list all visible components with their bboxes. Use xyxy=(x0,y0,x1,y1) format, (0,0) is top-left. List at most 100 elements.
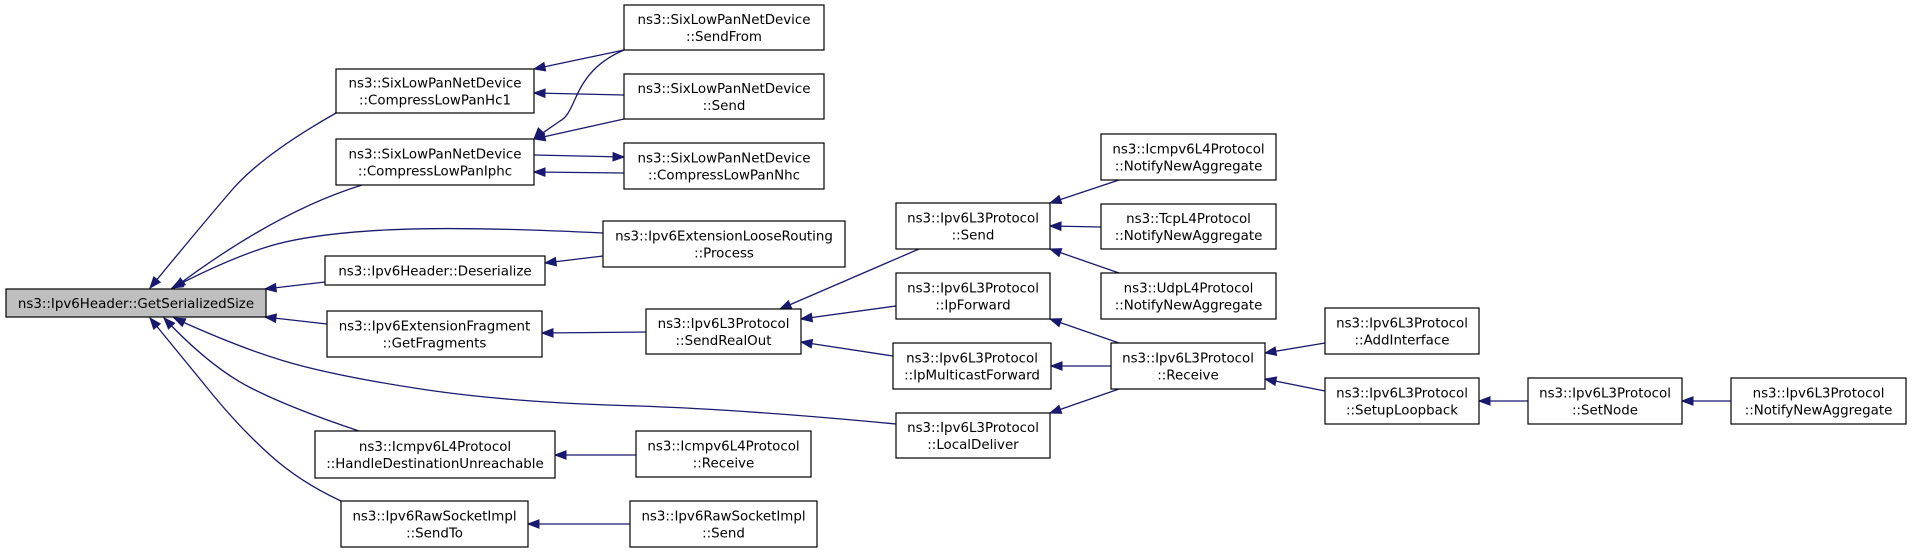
node-iphc[interactable]: ns3::SixLowPanNetDevice::CompressLowPanI… xyxy=(335,138,535,186)
node-label: ns3::Ipv6L3Protocol xyxy=(1336,387,1468,402)
node-icmprecv[interactable]: ns3::Icmpv6L4Protocol::Receive xyxy=(635,430,812,478)
node-label: ns3::Ipv6ExtensionLooseRouting xyxy=(615,230,833,245)
arrowhead xyxy=(1680,396,1694,406)
node-label: ::AddInterface xyxy=(1355,334,1450,349)
edge-line xyxy=(173,317,897,425)
node-ipfwd[interactable]: ns3::Ipv6L3Protocol::IpForward xyxy=(895,272,1051,320)
edge-line xyxy=(173,184,363,289)
node-l3send[interactable]: ns3::Ipv6L3Protocol::Send xyxy=(895,202,1051,250)
node-box xyxy=(635,430,812,478)
node-box xyxy=(895,272,1051,320)
edge-ipfwd-to-realout xyxy=(799,305,897,323)
node-setnode[interactable]: ns3::Ipv6L3Protocol::SetNode xyxy=(1527,377,1683,425)
node-loopback[interactable]: ns3::Ipv6L3Protocol::SetupLoopback xyxy=(1324,377,1480,425)
node-label: ::Send xyxy=(703,99,746,114)
node-nhc[interactable]: ns3::SixLowPanNetDevice::CompressLowPanN… xyxy=(623,142,825,190)
edge-l3agg-to-setnode xyxy=(1680,396,1731,406)
node-label: ns3::Ipv6L3Protocol xyxy=(1539,387,1671,402)
node-label: ns3::Ipv6RawSocketImpl xyxy=(352,510,516,525)
edge-frag-to-root xyxy=(263,313,328,325)
node-tcpagg[interactable]: ns3::TcpL4Protocol::NotifyNewAggregate xyxy=(1100,203,1277,250)
arrowhead xyxy=(1048,194,1063,205)
node-label: ns3::Ipv6L3Protocol xyxy=(1753,387,1885,402)
arrowhead xyxy=(1049,361,1063,371)
arrowhead xyxy=(149,316,162,331)
node-mcast[interactable]: ns3::Ipv6L3Protocol::IpMulticastForward xyxy=(892,342,1052,390)
node-udpagg[interactable]: ns3::UdpL4Protocol::NotifyNewAggregate xyxy=(1100,272,1277,320)
node-label: ::SendTo xyxy=(406,527,463,542)
node-label: ns3::Icmpv6L4Protocol xyxy=(1112,143,1264,158)
edge-line xyxy=(163,317,360,432)
arrowhead xyxy=(1048,221,1062,232)
arrowhead xyxy=(540,327,554,338)
edge-line xyxy=(1049,248,1120,274)
node-label: ::SendRealOut xyxy=(676,334,772,349)
edge-l3recv-to-ipfwd xyxy=(1048,318,1120,344)
edge-line xyxy=(800,341,894,357)
arrowhead xyxy=(170,278,185,289)
node-label: ::NotifyNewAggregate xyxy=(1745,404,1893,419)
node-label: ::GetFragments xyxy=(383,337,487,352)
arrowhead xyxy=(1263,376,1278,387)
edge-icmpagg-to-l3send xyxy=(1048,179,1120,205)
node-root[interactable]: ns3::Ipv6Header::GetSerializedSize xyxy=(5,288,267,318)
arrowhead xyxy=(1477,396,1491,406)
arrowhead xyxy=(263,282,277,293)
node-box xyxy=(324,255,546,286)
node-addif[interactable]: ns3::Ipv6L3Protocol::AddInterface xyxy=(1324,307,1480,355)
edge-loose-to-root xyxy=(170,227,604,289)
node-label: ns3::TcpL4Protocol xyxy=(1126,212,1251,227)
edge-deser-to-root xyxy=(263,281,326,293)
node-hc1[interactable]: ns3::SixLowPanNetDevice::CompressLowPanH… xyxy=(335,68,535,114)
edge-udpagg-to-l3send xyxy=(1048,248,1120,274)
node-rawsend[interactable]: ns3::Ipv6RawSocketImpl::Send xyxy=(629,500,818,548)
node-realout[interactable]: ns3::Ipv6L3Protocol::SendRealOut xyxy=(645,308,802,355)
node-box xyxy=(335,138,535,186)
node-local[interactable]: ns3::Ipv6L3Protocol::LocalDeliver xyxy=(895,412,1051,459)
edge-line xyxy=(533,154,625,158)
node-box xyxy=(340,500,529,548)
node-box xyxy=(1110,342,1266,390)
node-icmpunreach[interactable]: ns3::Icmpv6L4Protocol::HandleDestination… xyxy=(314,430,556,479)
node-label: ns3::Ipv6L3Protocol xyxy=(1336,317,1468,332)
node-label: ns3::Ipv6L3Protocol xyxy=(906,352,1038,367)
arrowhead xyxy=(612,151,626,162)
node-box xyxy=(1527,377,1683,425)
node-l3agg[interactable]: ns3::Ipv6L3Protocol::NotifyNewAggregate xyxy=(1730,377,1907,425)
arrowhead xyxy=(163,316,176,330)
arrowhead xyxy=(532,131,547,142)
arrowhead xyxy=(799,338,814,349)
node-l3recv[interactable]: ns3::Ipv6L3Protocol::Receive xyxy=(1110,342,1266,390)
edge-line xyxy=(149,112,337,289)
node-label: ns3::Icmpv6L4Protocol xyxy=(359,440,511,455)
node-sendfrom[interactable]: ns3::SixLowPanNetDevice::SendFrom xyxy=(623,4,825,51)
node-label: ns3::Icmpv6L4Protocol xyxy=(647,440,799,455)
node-frag[interactable]: ns3::Ipv6ExtensionFragment::GetFragments xyxy=(326,310,543,358)
edge-line xyxy=(171,227,604,289)
node-box xyxy=(892,342,1052,390)
edge-icmpunreach-to-root xyxy=(163,316,360,432)
node-slpsend[interactable]: ns3::SixLowPanNetDevice::Send xyxy=(623,73,825,120)
node-label: ns3::Ipv6L3Protocol xyxy=(907,421,1039,436)
edge-slpsend-to-hc1 xyxy=(532,88,625,99)
node-label: ns3::Ipv6L3Protocol xyxy=(658,317,790,332)
node-label: ::CompressLowPanHc1 xyxy=(359,94,511,109)
edge-iphc-to-nhc xyxy=(533,151,626,162)
node-label: ::Send xyxy=(952,229,995,244)
edge-sendfrom-to-hc1 xyxy=(532,49,625,72)
edge-mcast-to-realout xyxy=(799,338,894,357)
node-icmpagg[interactable]: ns3::Icmpv6L4Protocol::NotifyNewAggregat… xyxy=(1100,133,1277,181)
node-deser[interactable]: ns3::Ipv6Header::Deserialize xyxy=(324,255,546,286)
node-label: ::SetupLoopback xyxy=(1346,404,1458,419)
node-rawsendto[interactable]: ns3::Ipv6RawSocketImpl::SendTo xyxy=(340,500,529,548)
node-loose[interactable]: ns3::Ipv6ExtensionLooseRouting::Process xyxy=(602,220,846,268)
nodes-layer: ns3::Ipv6Header::GetSerializedSize ns3::S… xyxy=(5,4,1907,548)
node-label: ns3::Ipv6L3Protocol xyxy=(907,282,1039,297)
edge-slpsend-to-iphc xyxy=(532,118,625,142)
node-label: ::Receive xyxy=(1157,369,1218,384)
node-box xyxy=(1324,377,1480,425)
node-label: ::NotifyNewAggregate xyxy=(1115,299,1263,314)
arrowhead xyxy=(172,317,187,328)
node-box xyxy=(1100,203,1277,250)
node-label: ::SendFrom xyxy=(686,30,762,45)
